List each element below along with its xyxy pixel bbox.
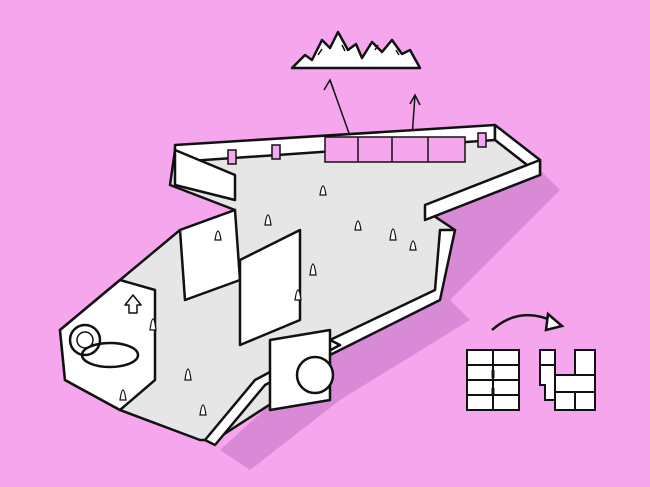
people-figures — [119, 185, 417, 416]
curved-arrow-icon — [491, 311, 565, 332]
back-wall-windows — [227, 132, 487, 165]
front-wall-right — [423, 158, 542, 222]
interior-wall-2 — [238, 228, 302, 347]
circular-pattern — [68, 323, 102, 357]
floor-plan-icon — [466, 349, 520, 411]
floor-plan-transformed-icon — [539, 349, 596, 411]
interior-wall-4 — [173, 148, 237, 202]
mountain-icon — [290, 30, 422, 70]
round-window — [295, 355, 335, 395]
building — [58, 123, 542, 447]
arrow-up-icon — [124, 294, 142, 314]
